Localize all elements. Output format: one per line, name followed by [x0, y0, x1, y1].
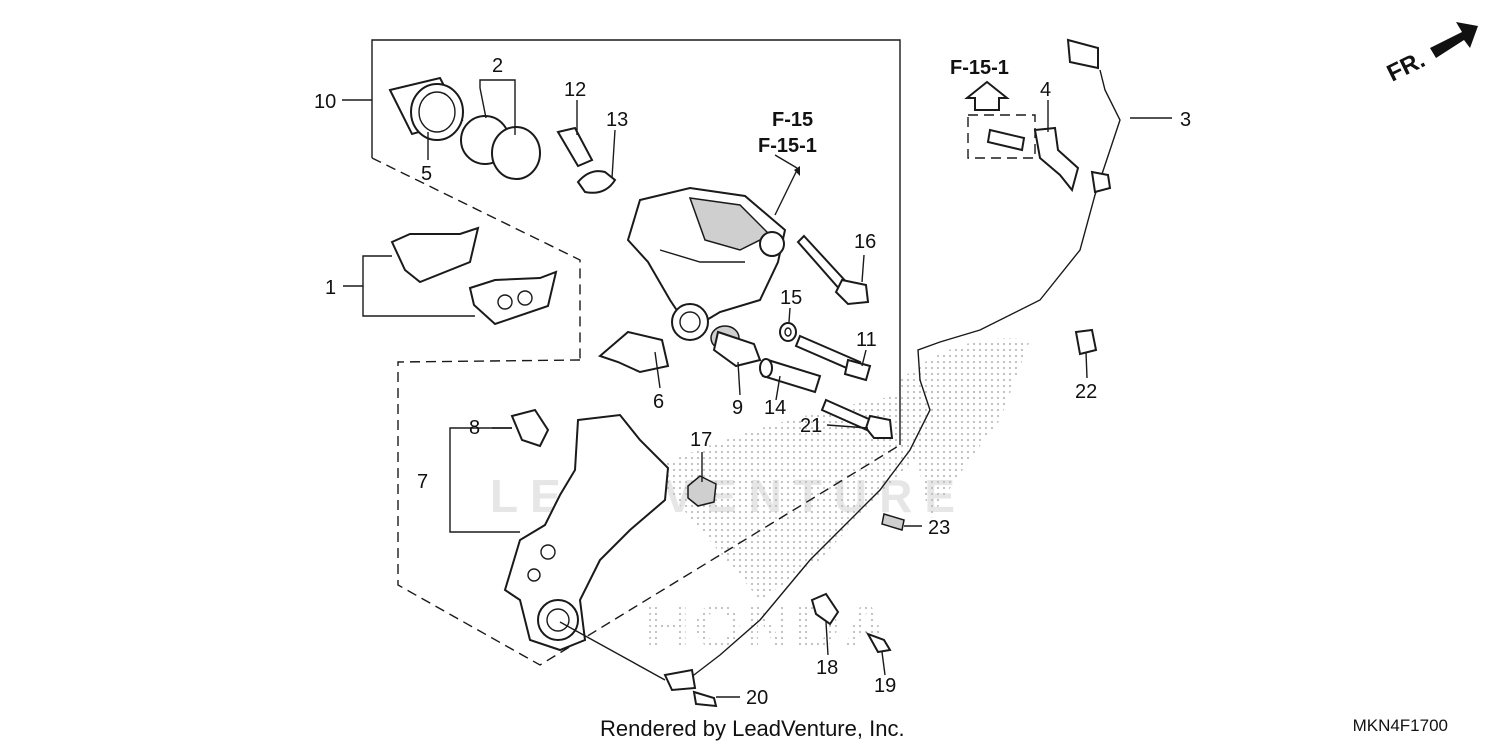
watermark-brand: HONDA	[645, 593, 892, 662]
stay-bolt-part	[986, 128, 1026, 152]
callout-6: 6	[653, 391, 664, 413]
callout-1: 1	[325, 277, 336, 299]
reference-label-main-1: F-15	[772, 109, 813, 131]
assembly-outlines	[371, 39, 1036, 666]
callout-14: 14	[764, 397, 786, 419]
piston-part	[388, 76, 464, 141]
callout-12: 12	[564, 79, 586, 101]
watermark: LEADVENTURE HONDA	[490, 338, 1030, 662]
pin-bolt-part	[796, 234, 870, 306]
stopper-rubber-part	[687, 475, 717, 507]
watermark-wing-shape-2	[900, 338, 1030, 520]
bracket-bolt-part	[820, 398, 894, 439]
clip-bolt-part	[865, 632, 892, 654]
callout-21: 21	[800, 415, 822, 437]
callout-2: 2	[492, 55, 503, 77]
diagram-code: MKN4F1700	[1352, 716, 1448, 735]
front-direction-indicator: FR.	[1383, 22, 1478, 87]
callout-11: 11	[856, 329, 877, 351]
callout-18: 18	[816, 657, 838, 679]
reference-arrows	[774, 80, 1010, 216]
callout-13: 13	[606, 109, 628, 131]
harness-clamp-part	[1074, 328, 1098, 356]
callout-17: 17	[690, 429, 712, 451]
sensor-stay-part	[1033, 126, 1080, 193]
sensor-bolt-part	[692, 690, 718, 708]
leader-lines	[342, 79, 1172, 698]
pin-boot-part	[710, 325, 762, 368]
callout-19: 19	[874, 675, 896, 697]
reference-label-sensor: F-15-1	[950, 57, 1009, 79]
sensor-clip-part	[810, 592, 840, 626]
pad-spring-part	[598, 330, 670, 374]
callout-3: 3	[1180, 109, 1191, 131]
slide-pin-part	[794, 334, 872, 382]
callout-7: 7	[417, 471, 428, 493]
callout-22: 22	[1075, 381, 1097, 403]
bleeder-screw-part	[556, 126, 594, 168]
callout-4: 4	[1040, 79, 1051, 101]
abs-sensor-part	[663, 38, 1121, 692]
callout-numbers: 1 2 3 4 5 6 7 8 9 10 11 12 13 14 15 16 1…	[314, 55, 1191, 709]
callout-5: 5	[421, 163, 432, 185]
callout-16: 16	[854, 231, 876, 253]
callout-20: 20	[746, 687, 768, 709]
callout-8: 8	[469, 417, 480, 439]
bleeder-cap-part	[576, 170, 617, 194]
callout-15: 15	[780, 287, 802, 309]
callout-10: 10	[314, 91, 336, 113]
caliper-bracket-part	[503, 413, 670, 652]
render-credit: Rendered by LeadVenture, Inc.	[600, 716, 905, 741]
piston-seal-part	[460, 115, 541, 180]
washer-part	[779, 322, 797, 342]
callout-23: 23	[928, 517, 950, 539]
reference-label-main-2: F-15-1	[758, 135, 817, 157]
brake-pads-part	[390, 226, 558, 326]
bracket-retainer-part	[510, 408, 550, 448]
caliper-body-part	[626, 186, 787, 341]
callout-9: 9	[732, 397, 743, 419]
harness-clip-part	[881, 513, 905, 531]
pin-sleeve-part	[759, 358, 822, 394]
front-direction-label: FR.	[1383, 46, 1430, 87]
